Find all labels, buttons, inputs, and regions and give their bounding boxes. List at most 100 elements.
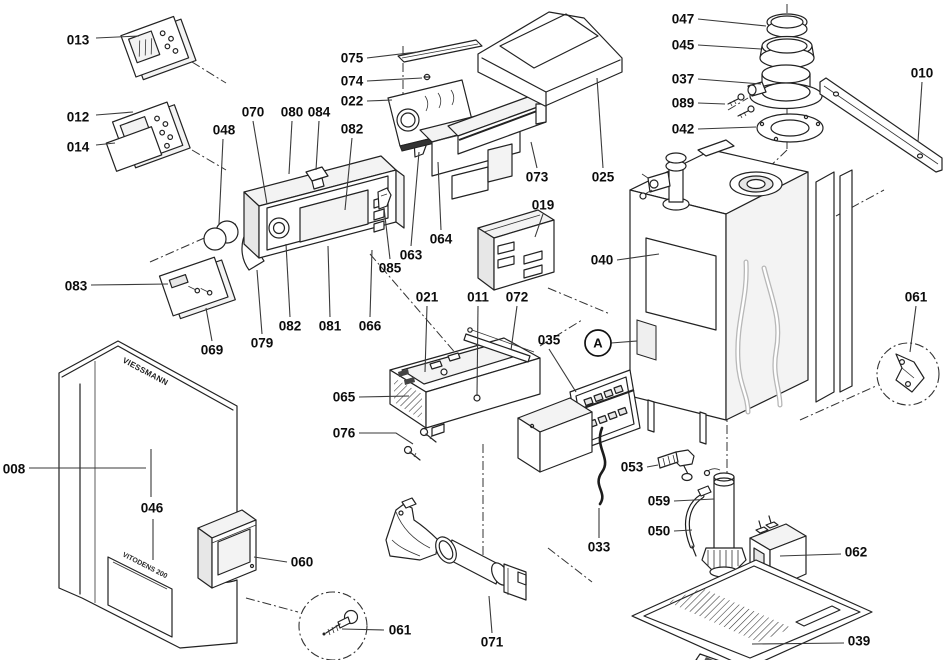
part-leader-079 — [256, 269, 263, 335]
part-leader-066 — [369, 249, 373, 318]
part-label-039: 039 — [848, 634, 871, 649]
part-leader-082 — [285, 243, 291, 318]
part-label-012: 012 — [67, 110, 90, 125]
part-label-053: 053 — [621, 460, 644, 475]
part-083-module — [158, 256, 236, 320]
part-label-040: 040 — [591, 253, 614, 268]
part-leader-072 — [510, 305, 518, 351]
part-leader-085 — [383, 207, 391, 260]
part-label-046: 046 — [141, 501, 164, 516]
part-037-flue-connector — [747, 64, 823, 110]
part-045-adapter-cone — [759, 35, 815, 69]
part-leader-025 — [596, 77, 604, 169]
part-label-074: 074 — [341, 74, 364, 89]
part-label-061: 061 — [905, 290, 928, 305]
part-leader-040 — [616, 253, 660, 261]
part-leader-064 — [437, 161, 442, 231]
part-leader-012 — [95, 111, 134, 116]
part-leader-011 — [476, 305, 479, 397]
part-leader-059 — [673, 498, 715, 502]
part-label-085: 085 — [379, 261, 402, 276]
part-label-008: 008 — [3, 462, 26, 477]
part-084-fitting — [305, 166, 329, 190]
part-008-front-cover: VIESSMANN VITODENS 200 — [58, 340, 238, 649]
part-label-082: 082 — [279, 319, 302, 334]
part-042-gasket — [756, 113, 824, 143]
part-label-045: 045 — [672, 38, 695, 53]
part-label-081: 081 — [319, 319, 342, 334]
part-leader-083 — [90, 283, 169, 286]
part-074-screw — [423, 73, 431, 81]
part-label-033: 033 — [588, 540, 611, 555]
part-leader-074 — [366, 77, 423, 82]
part-019-module-box — [477, 209, 555, 291]
part-leader-053 — [646, 464, 659, 468]
part-053-valve — [657, 449, 695, 482]
part-label-019: 019 — [532, 198, 555, 213]
part-025-hood — [477, 11, 623, 107]
part-leader-069 — [205, 307, 213, 342]
part-label-013: 013 — [67, 33, 90, 48]
part-leader-075 — [366, 51, 418, 59]
part-leader-048 — [218, 138, 224, 225]
part-040-boiler-body — [629, 139, 853, 445]
part-leader-062 — [779, 553, 842, 557]
part-047-clamp-ring — [766, 13, 808, 38]
part-label-014: 014 — [67, 140, 90, 155]
part-label-079: 079 — [251, 336, 274, 351]
part-leader-084 — [315, 120, 320, 171]
part-075-strip — [397, 39, 483, 63]
part-label-080: 080 — [281, 105, 304, 120]
part-leader-089 — [697, 102, 726, 105]
part-label-071: 071 — [481, 635, 504, 650]
part-leader-042 — [697, 126, 757, 130]
part-label-010: 010 — [911, 66, 934, 81]
part-leader-073 — [530, 141, 538, 169]
part-label-059: 059 — [648, 494, 671, 509]
part-leader-010 — [917, 81, 923, 143]
part-label-060: 060 — [291, 555, 314, 570]
part-leader-061 — [909, 305, 917, 353]
part-059-siphon — [701, 468, 747, 578]
part-leader-039 — [751, 642, 845, 645]
part-label-073: 073 — [526, 170, 549, 185]
part-label-048: 048 — [213, 123, 236, 138]
part-leader-013 — [95, 35, 140, 39]
part-leader-061 — [341, 628, 385, 631]
part-072-rail — [463, 327, 535, 363]
part-013-control-unit — [120, 15, 197, 81]
part-050-hose — [684, 485, 712, 557]
part-label-070: 070 — [242, 105, 265, 120]
part-089-screws — [727, 93, 755, 119]
part-leader-014 — [95, 142, 116, 146]
detail-marker-leader-A — [610, 340, 638, 344]
part-label-075: 075 — [341, 51, 364, 66]
part-035-cover-box — [517, 397, 593, 473]
part-label-025: 025 — [592, 170, 615, 185]
part-leader-070 — [252, 120, 268, 205]
part-label-083: 083 — [65, 279, 88, 294]
part-leader-050 — [673, 529, 693, 532]
part-label-047: 047 — [672, 12, 695, 27]
part-leader-035 — [548, 348, 577, 393]
part-061-screw-detail — [298, 591, 368, 660]
part-085-clip — [377, 187, 392, 210]
part-048-bush — [203, 220, 239, 251]
part-label-037: 037 — [672, 72, 695, 87]
part-071-duct — [385, 497, 527, 601]
part-076-screws — [403, 427, 437, 461]
part-label-021: 021 — [416, 290, 439, 305]
part-label-063: 063 — [400, 248, 423, 263]
part-label-089: 089 — [672, 96, 695, 111]
part-leader-082 — [344, 137, 353, 211]
part-033-cable — [597, 426, 607, 506]
part-leader-081 — [327, 245, 331, 318]
part-label-042: 042 — [672, 122, 695, 137]
part-label-065: 065 — [333, 390, 356, 405]
part-leader-021 — [424, 305, 428, 373]
part-leader-063 — [410, 151, 420, 247]
detail-marker-circle-A — [584, 329, 612, 357]
part-leader-047 — [697, 18, 767, 27]
